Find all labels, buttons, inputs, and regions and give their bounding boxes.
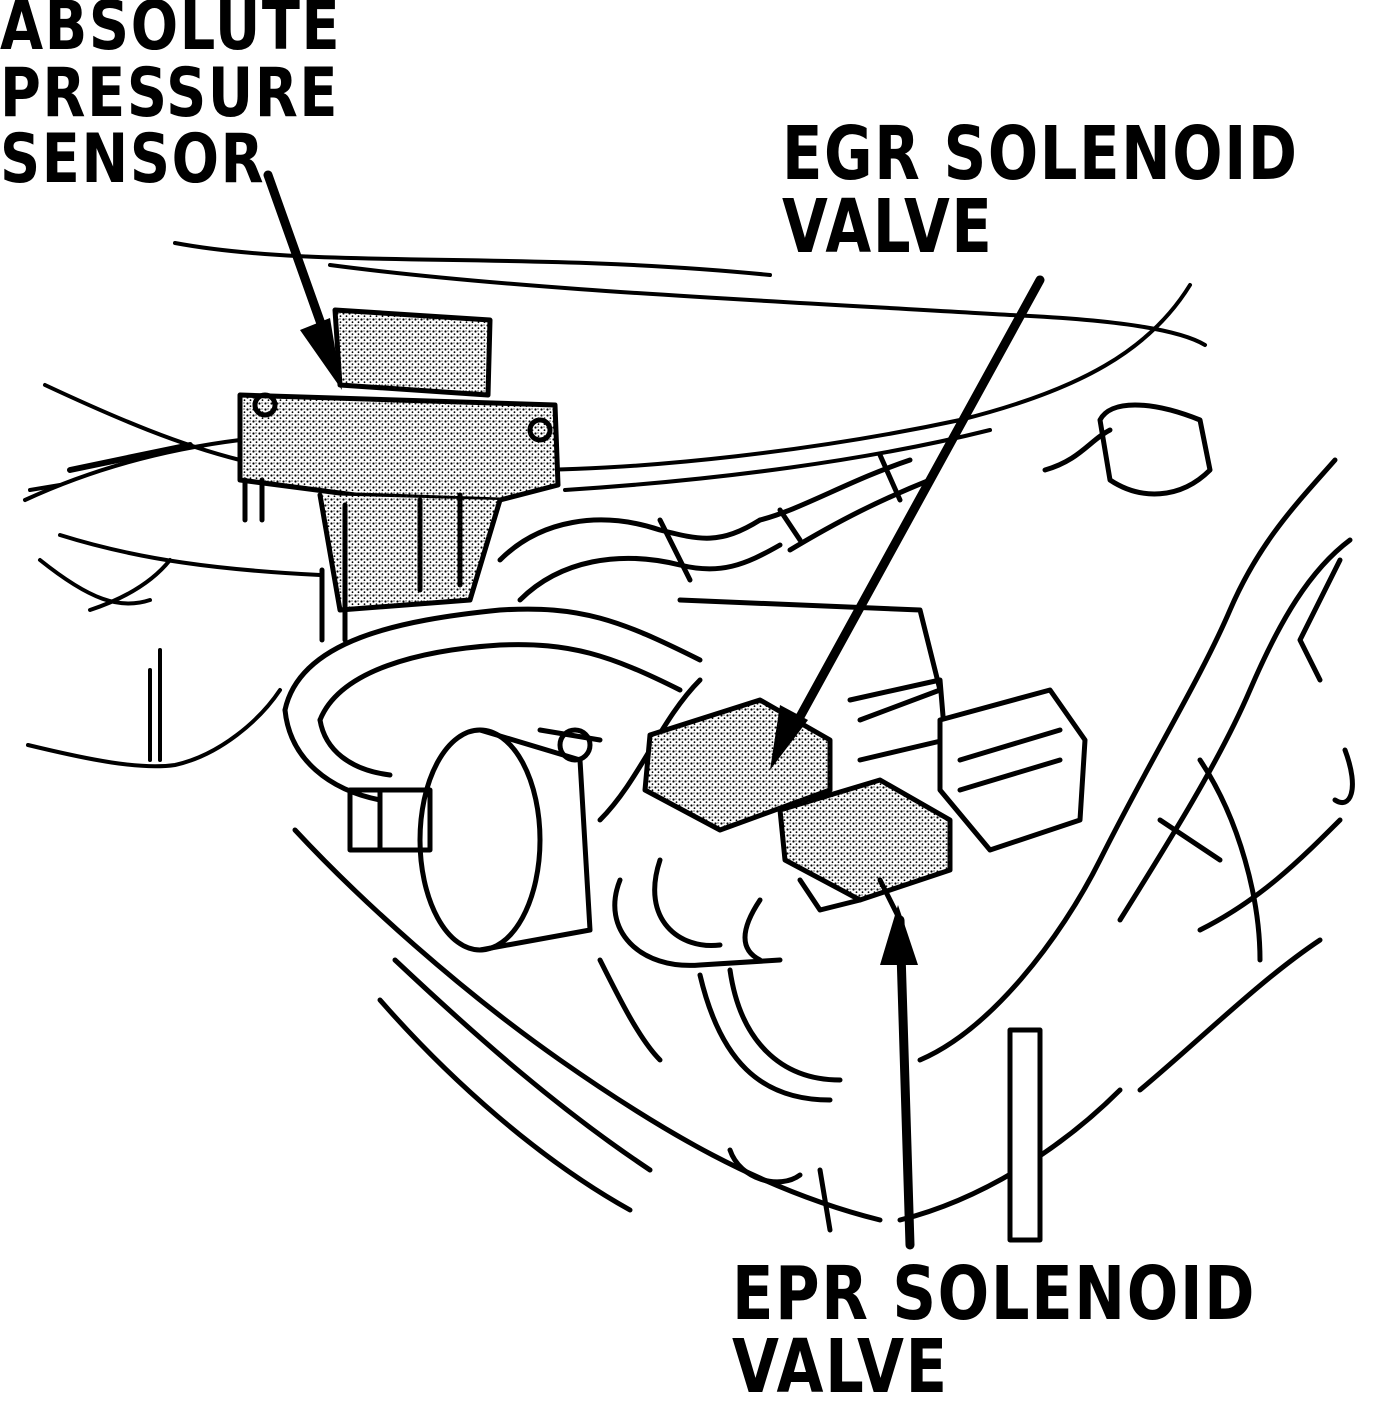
lower-tray: [292, 827, 1323, 1243]
label-line: PRESSURE: [0, 53, 340, 133]
absolute-pressure-sensor-label: ABSOLUTE PRESSURE SENSOR: [0, 0, 341, 194]
map-sensor-arrowhead: [300, 318, 342, 390]
map-sensor-body: [237, 307, 561, 643]
label-line: SENSOR: [0, 120, 266, 200]
egr-valve-leader-arrow: [785, 275, 1045, 740]
leader-arrows: [263, 170, 1045, 1250]
label-line: ABSOLUTE: [0, 0, 342, 66]
epr-solenoid-valve-label: EPR SOLENOID VALVE: [732, 1251, 1257, 1410]
arrow-heads: [300, 318, 918, 965]
epr-valve-leader-arrow: [895, 915, 915, 1250]
label-line: EPR SOLENOID: [732, 1251, 1257, 1337]
vacuum-hoses: [282, 452, 933, 1103]
map-sensor-leader-arrow: [263, 170, 330, 340]
epr-valve-arrowhead: [880, 905, 918, 965]
label-line: EGR SOLENOID: [782, 111, 1299, 197]
egr-valve-arrowhead: [770, 705, 808, 770]
egr-valve-diaphragm: [347, 727, 603, 953]
label-line: VALVE: [782, 183, 994, 270]
hood-outline: [173, 241, 1207, 492]
right-frame-rails: [917, 402, 1355, 1063]
label-line: VALVE: [732, 1323, 949, 1410]
solenoid-valve-assembly: [642, 597, 1088, 963]
intake-plenum: [23, 383, 322, 769]
egr-solenoid-valve-label: EGR SOLENOID VALVE: [782, 111, 1299, 270]
